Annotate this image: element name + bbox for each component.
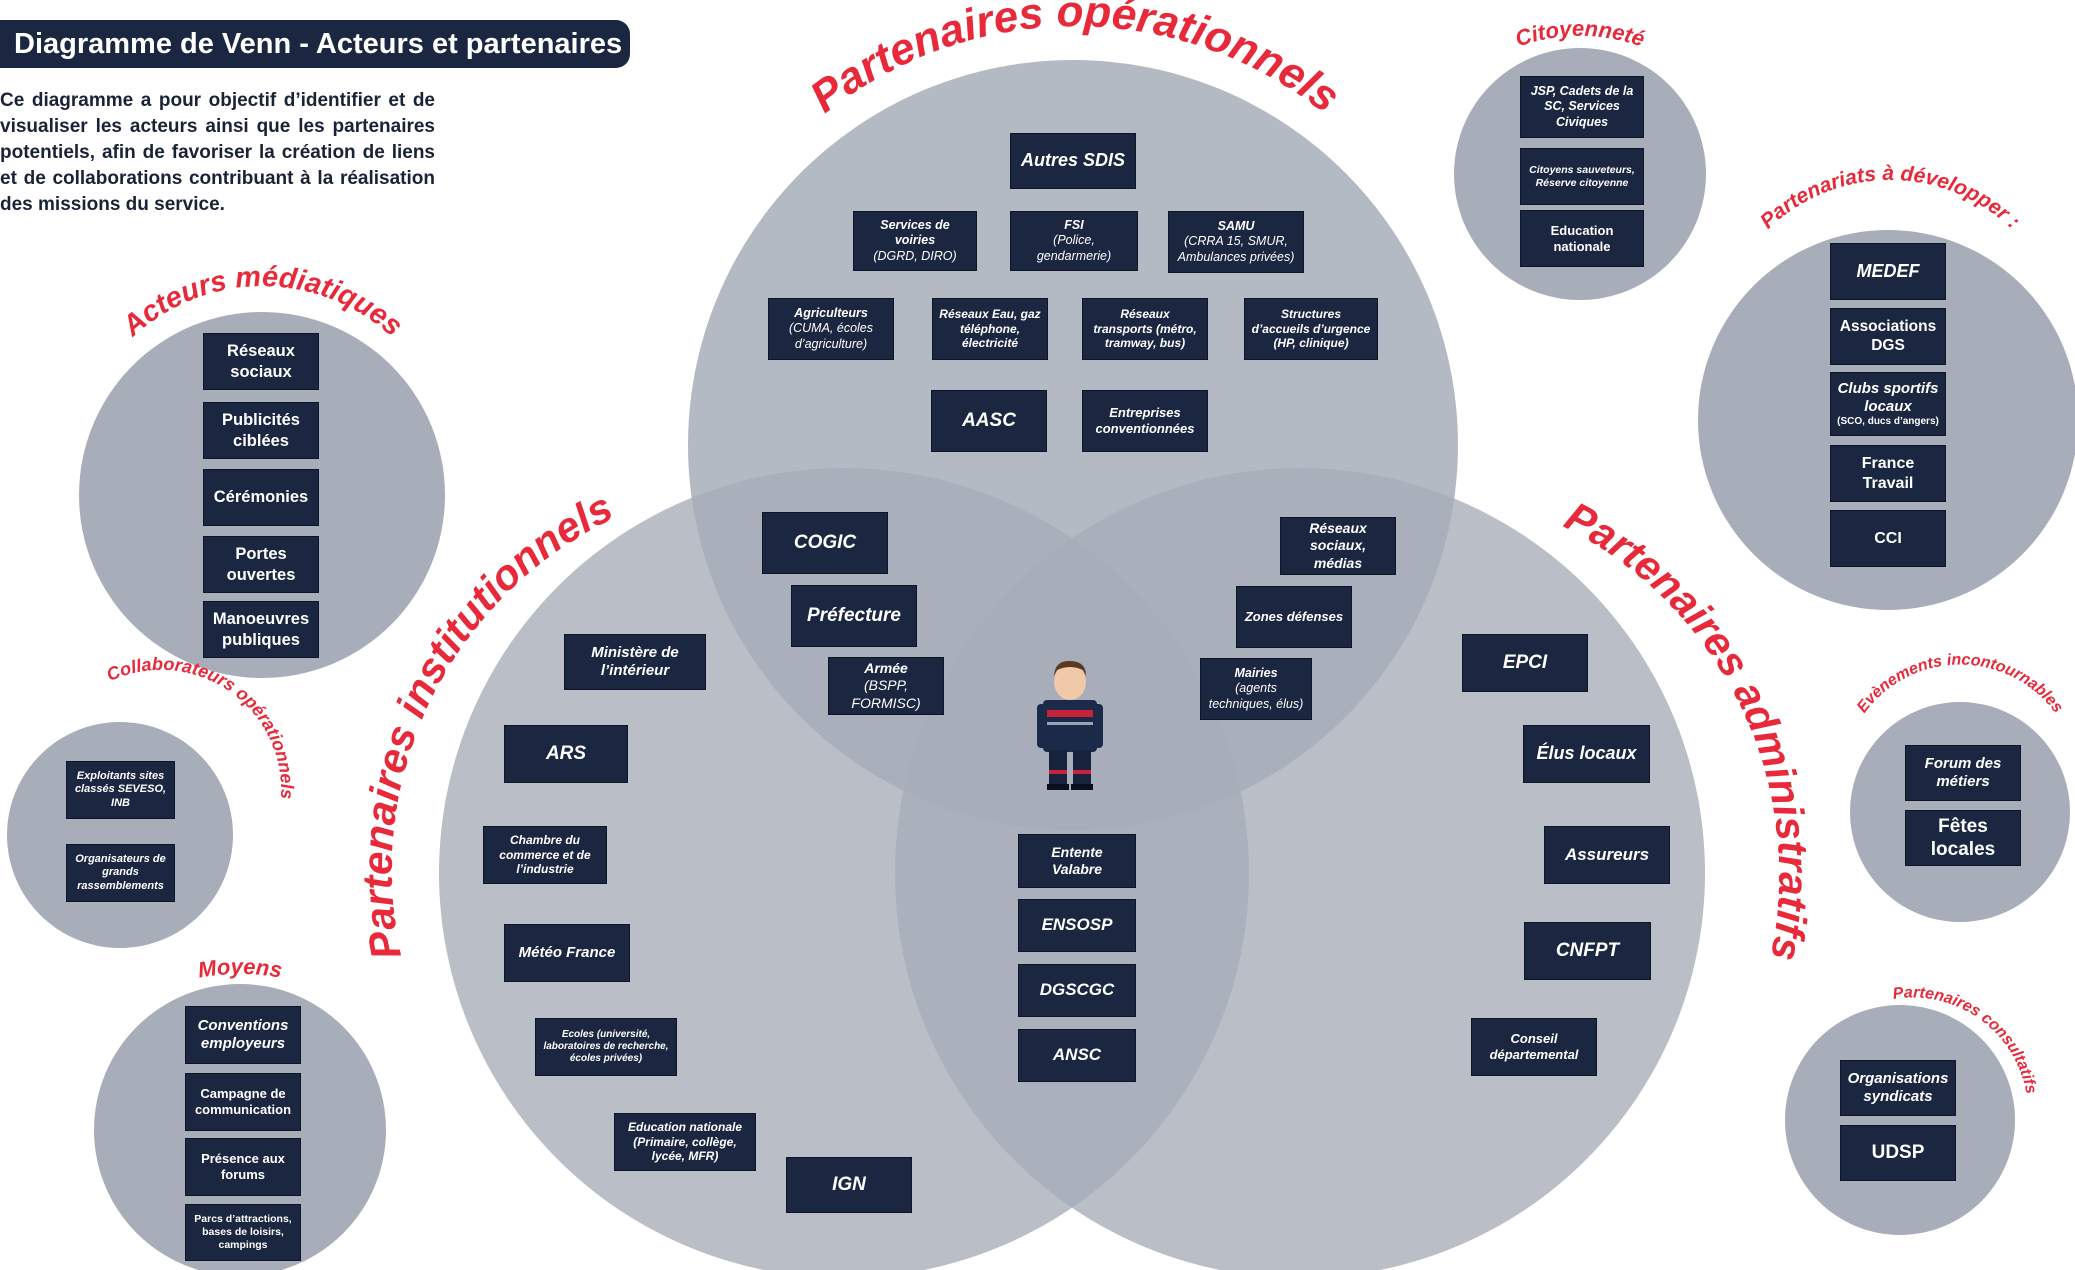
box-fsi: FSI (Police, gendarmerie)	[1010, 211, 1138, 271]
box-medef: MEDEF	[1830, 243, 1946, 300]
evenement-item: Forum des métiers	[1905, 745, 2021, 801]
circle-consultatifs	[1785, 1005, 2015, 1235]
box-samu: SAMU (CRRA 15, SMUR, Ambulances privées)	[1168, 211, 1304, 273]
voiries-sub: (DGRD, DIRO)	[873, 248, 957, 263]
agriculteurs-label: Agriculteurs	[794, 306, 868, 321]
media-item: Portes ouvertes	[203, 536, 319, 593]
box-reseaux-eau: Réseaux Eau, gaz téléphone, électricité	[932, 298, 1048, 360]
firefighter-icon	[1037, 660, 1103, 790]
box-associations: Associations DGS	[1830, 308, 1946, 365]
citoyennete-item: JSP, Cadets de la SC, Services Civiques	[1520, 76, 1644, 138]
fsi-label: FSI	[1064, 218, 1084, 233]
intro-text: Ce diagramme a pour objectif d’identifie…	[0, 90, 435, 215]
evenement-item: Fêtes locales	[1905, 810, 2021, 866]
box-cci: CCI	[1830, 510, 1946, 567]
citoyennete-item: Citoyens sauveteurs, Réserve citoyenne	[1520, 148, 1644, 205]
consultatif-item: UDSP	[1840, 1125, 1956, 1181]
armee-label: Armée	[864, 660, 908, 677]
mairies-label: Mairies	[1234, 666, 1278, 681]
clubs-label: Clubs sportifs locaux	[1837, 379, 1939, 415]
box-zones-defenses: Zones défenses	[1236, 586, 1352, 648]
box-epci: EPCI	[1462, 634, 1588, 692]
box-entente-valabre: Entente Valabre	[1018, 834, 1136, 888]
media-item: Publicités ciblées	[203, 402, 319, 459]
collab-item: Organisateurs de grands rassemblements	[66, 844, 175, 902]
box-reseaux-medias: Réseaux sociaux, médias	[1280, 517, 1396, 575]
box-entreprises: Entreprises conventionnées	[1082, 390, 1208, 452]
box-cogic: COGIC	[762, 512, 888, 574]
box-reseaux-transports: Réseaux transports (métro, tramway, bus)	[1082, 298, 1208, 360]
circle-collaborateurs	[7, 722, 233, 948]
samu-label: SAMU	[1217, 219, 1255, 234]
box-agriculteurs: Agriculteurs (CUMA, écoles d’agriculture…	[768, 298, 894, 360]
box-armee: Armée (BSPP, FORMISC)	[828, 657, 944, 715]
box-aasc: AASC	[931, 390, 1047, 452]
fsi-sub: (Police, gendarmerie)	[1036, 233, 1112, 263]
moyens-item: Campagne de communication	[185, 1073, 301, 1131]
box-ars: ARS	[504, 725, 628, 783]
media-item: Réseaux sociaux	[203, 333, 319, 390]
box-elus-locaux: Élus locaux	[1523, 725, 1650, 783]
armee-sub: (BSPP, FORMISC)	[851, 677, 921, 711]
box-cnfpt: CNFPT	[1524, 922, 1651, 980]
label-a-developper: Partenariats à développer :	[1756, 162, 2025, 233]
box-assureurs: Assureurs	[1544, 826, 1670, 884]
clubs-sub: (SCO, ducs d’angers)	[1837, 416, 1939, 428]
box-ensosp: ENSOSP	[1018, 899, 1136, 952]
box-structures-urgence: Structures d’accueils d’urgence (HP, cli…	[1244, 298, 1378, 360]
voiries-label: Services de voiries	[880, 218, 950, 248]
box-mairies: Mairies (agents techniques, élus)	[1200, 658, 1312, 720]
box-prefecture: Préfecture	[791, 585, 917, 647]
box-dgscgc: DGSCGC	[1018, 964, 1136, 1017]
media-item: Cérémonies	[203, 469, 319, 526]
box-ministere: Ministère de l’intérieur	[564, 634, 706, 690]
label-citoyennete: Citoyenneté	[1512, 16, 1648, 52]
moyens-item: Présence aux forums	[185, 1138, 301, 1196]
box-conseil-departemental: Conseil départemental	[1471, 1018, 1597, 1076]
agriculteurs-sub: (CUMA, écoles d’agriculture)	[788, 321, 874, 351]
samu-sub: (CRRA 15, SMUR, Ambulances privées)	[1177, 234, 1295, 264]
box-chambre-commerce: Chambre du commerce et de l’industrie	[483, 826, 607, 884]
box-ecoles: Ecoles (université, laboratoires de rech…	[535, 1018, 677, 1076]
collab-item: Exploitants sites classés SEVESO, INB	[66, 761, 175, 819]
box-ansc: ANSC	[1018, 1029, 1136, 1082]
moyens-item: Conventions employeurs	[185, 1006, 301, 1064]
box-clubs-sportifs: Clubs sportifs locaux (SCO, ducs d’anger…	[1830, 372, 1946, 436]
mairies-sub: (agents techniques, élus)	[1208, 681, 1304, 711]
media-item: Manoeuvres publiques	[203, 601, 319, 658]
box-france-travail: France Travail	[1830, 445, 1946, 502]
box-ign: IGN	[786, 1157, 912, 1213]
citoyennete-item: Education nationale	[1520, 210, 1644, 267]
box-autres-sdis: Autres SDIS	[1010, 133, 1136, 189]
moyens-item: Parcs d’attractions, bases de loisirs, c…	[185, 1204, 301, 1261]
box-services-voiries: Services de voiries (DGRD, DIRO)	[853, 211, 977, 271]
box-education-nationale: Education nationale (Primaire, collège, …	[614, 1113, 756, 1171]
consultatif-item: Organisations syndicats	[1840, 1060, 1956, 1116]
label-moyens: Moyens	[196, 954, 284, 983]
page-title: Diagramme de Venn - Acteurs et partenair…	[0, 20, 630, 68]
box-meteo-france: Météo France	[504, 924, 630, 982]
